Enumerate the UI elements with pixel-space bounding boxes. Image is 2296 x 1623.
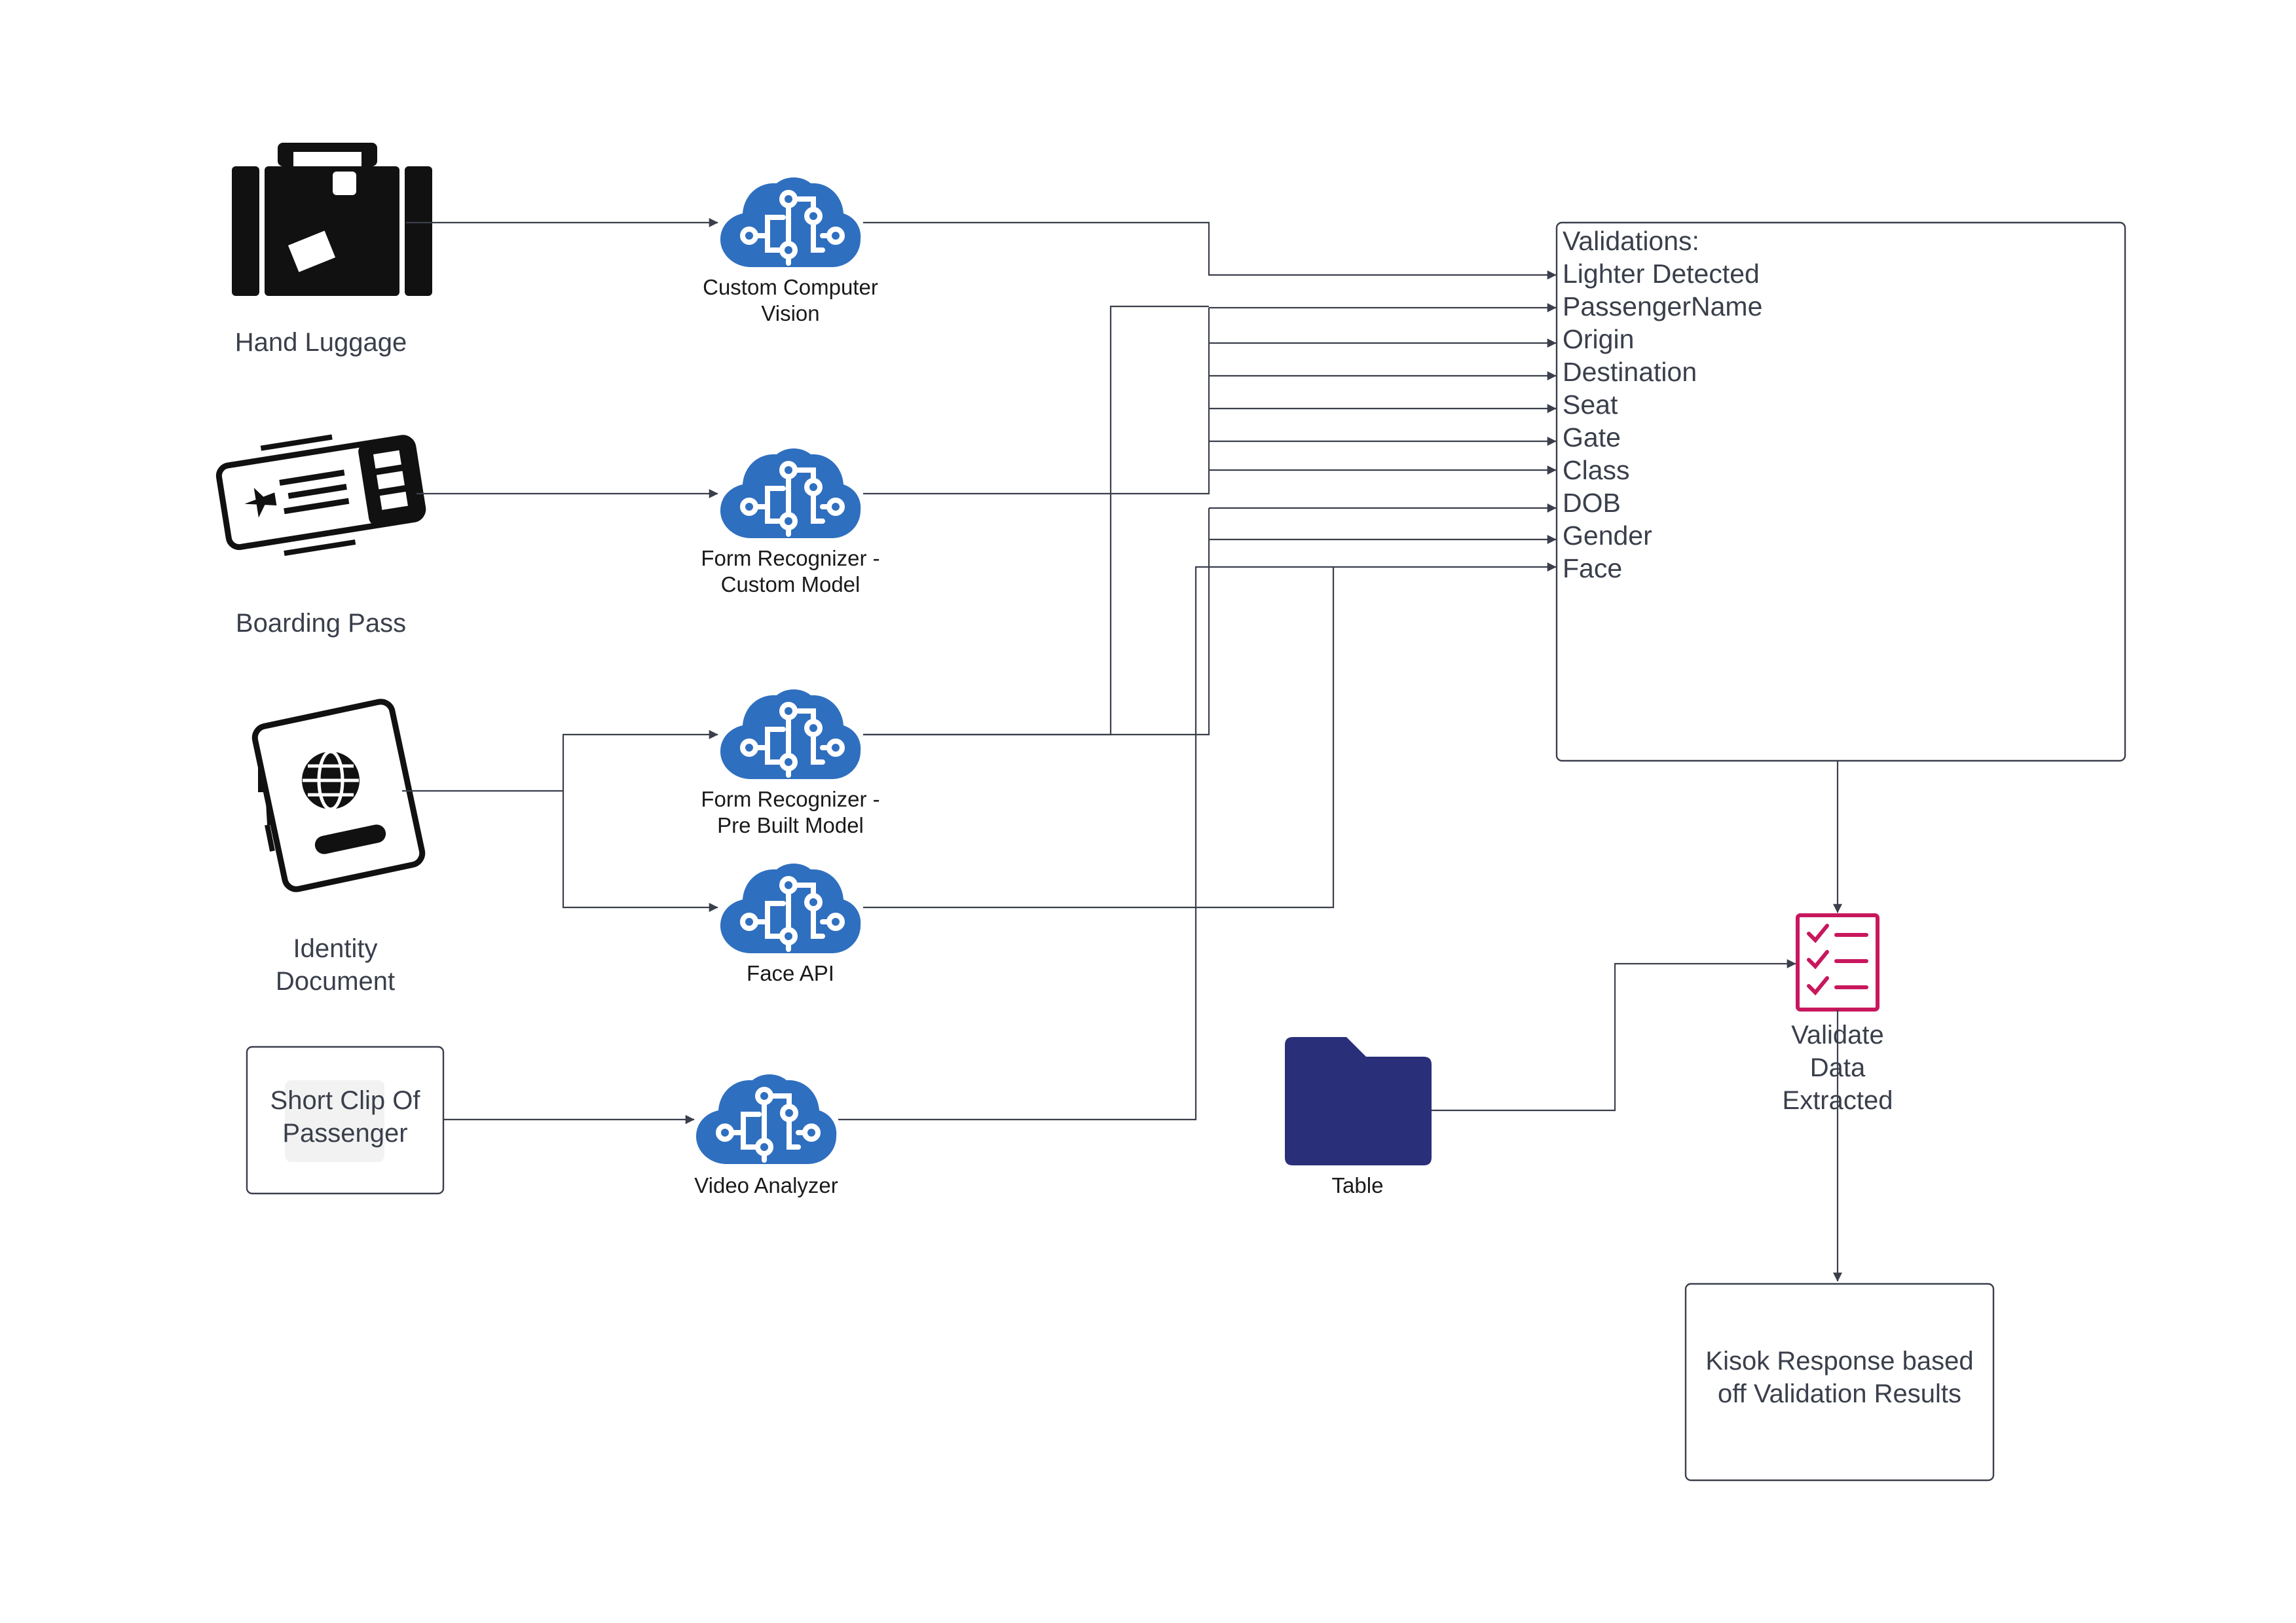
table-label: Table (1332, 1173, 1384, 1197)
connector-face-api-to-face (863, 562, 1557, 909)
form-custom-label-2: Custom Model (721, 572, 861, 596)
face-api-brain-icon (720, 864, 861, 953)
custom-vision-brain-icon (720, 177, 861, 267)
validation-item: Class (1563, 455, 1630, 485)
form-prebuilt-brain-icon (720, 689, 861, 779)
face-api-label: Face API (747, 961, 834, 985)
folder-icon (1285, 1037, 1432, 1165)
validations-list: Validations: Lighter Detected PassengerN… (1563, 226, 1762, 583)
validation-item: Destination (1563, 357, 1697, 387)
connectors (402, 218, 1842, 1282)
short-clip-label-1: Short Clip Of (270, 1086, 421, 1115)
validation-item: DOB (1563, 488, 1621, 518)
boarding-pass-icon (215, 434, 426, 556)
video-analyzer-brain-icon (696, 1074, 836, 1164)
custom-vision-label-1: Custom Computer (703, 275, 878, 299)
checklist-icon (1796, 913, 1879, 1012)
identity-document-label-2: Document (276, 967, 395, 996)
video-analyzer-label: Video Analyzer (694, 1173, 838, 1197)
connector-table-to-check (1432, 959, 1796, 1112)
connector-prebuilt-bus (863, 508, 1210, 736)
kiosk-response-label-2: off Validation Results (1718, 1379, 1961, 1408)
connector-prebuilt-to-passengername (863, 305, 1209, 736)
validation-item: Seat (1563, 390, 1618, 420)
kiosk-response-label-1: Kisok Response based (1705, 1347, 1973, 1376)
validations-box (1555, 221, 2126, 762)
passport-icon (251, 699, 426, 892)
custom-vision-label-2: Vision (761, 301, 819, 325)
validation-item: Origin (1563, 324, 1634, 354)
kiosk-response-box (1684, 1283, 1995, 1482)
validation-item: Gate (1563, 422, 1621, 452)
validations-title: Validations: (1563, 226, 1699, 256)
hand-luggage-label: Hand Luggage (235, 328, 407, 357)
validation-item: Lighter Detected (1563, 259, 1760, 289)
identity-document-label-1: Identity (293, 934, 378, 963)
form-custom-label-1: Form Recognizer - (701, 546, 880, 570)
form-prebuilt-label-1: Form Recognizer - (701, 787, 880, 811)
video-clip-icon (285, 1080, 384, 1162)
connector-form-custom-bus (863, 308, 1210, 495)
connector-video-to-face (838, 566, 1333, 1121)
validation-item: Face (1563, 553, 1622, 583)
short-clip-label-2: Passenger (282, 1119, 407, 1148)
connector-id-to-face-api (562, 791, 718, 912)
form-custom-brain-icon (720, 448, 861, 538)
form-prebuilt-label-2: Pre Built Model (717, 813, 864, 837)
validation-item: PassengerName (1563, 291, 1762, 321)
luggage-icon (232, 143, 432, 296)
connector-vision-to-lighter (863, 221, 1557, 280)
connector-id-to-form-prebuilt (402, 730, 718, 792)
boarding-pass-label: Boarding Pass (236, 609, 406, 638)
validation-item: Gender (1563, 520, 1652, 551)
